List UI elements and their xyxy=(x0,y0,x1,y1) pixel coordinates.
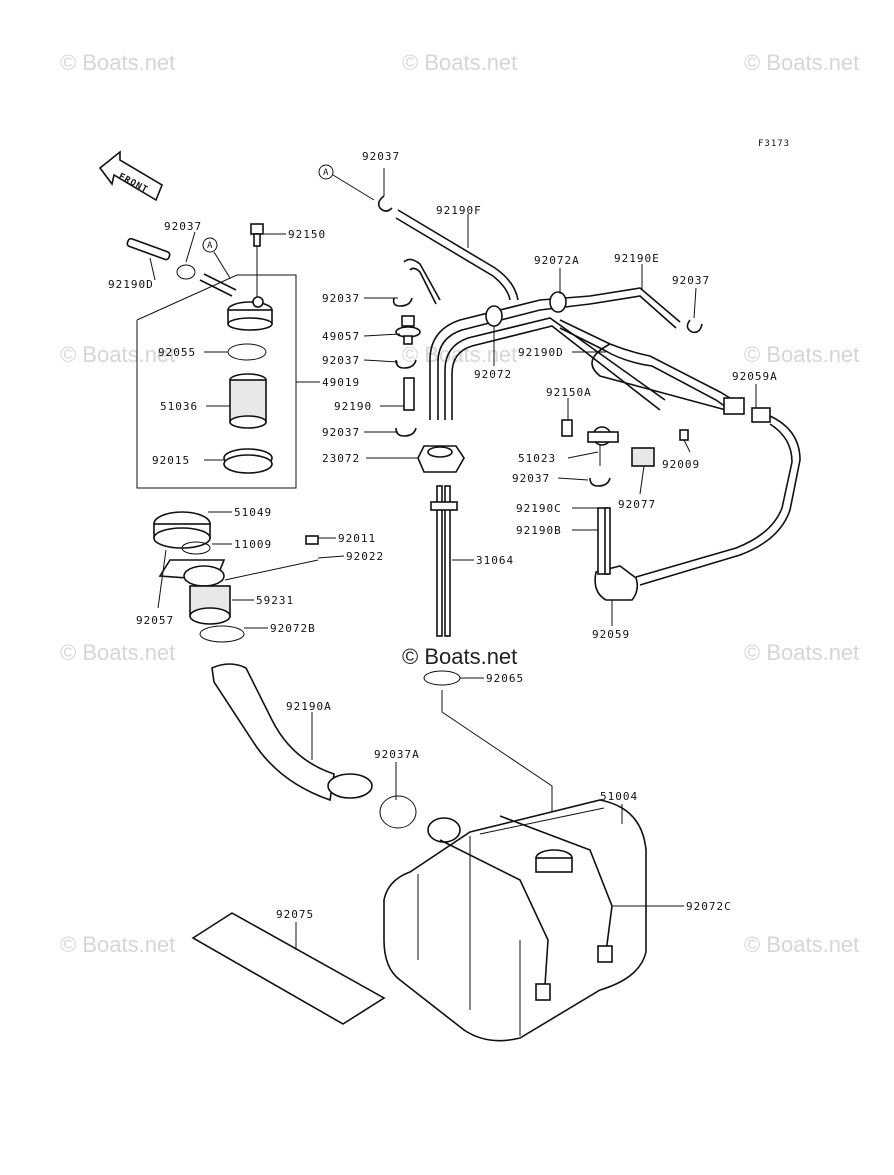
watermark: © Boats.net xyxy=(60,932,175,957)
part-label: 23072 xyxy=(322,452,360,465)
part-label: 92037A xyxy=(374,748,420,761)
part-label: 92190B xyxy=(516,524,562,537)
part-label: 51004 xyxy=(600,790,638,803)
watermark: © Boats.net xyxy=(744,342,859,367)
part-labels: 92037 92190F 92037 92150 92190D 92037 49… xyxy=(108,150,778,921)
part-label: 92037 xyxy=(362,150,400,163)
part-label: 92037 xyxy=(322,292,360,305)
watermark: © Boats.net xyxy=(402,342,517,367)
part-label: 92037 xyxy=(512,472,550,485)
part-label: 92065 xyxy=(486,672,524,685)
part-label: 92190D xyxy=(108,278,154,291)
figure-code: F3173 xyxy=(758,139,790,149)
part-label: 51023 xyxy=(518,452,556,465)
part-label: 92190E xyxy=(614,252,660,265)
small-parts xyxy=(392,258,689,848)
part-label: 92150A xyxy=(546,386,592,399)
ref-marker-a-top: A xyxy=(318,164,375,201)
part-label: 92015 xyxy=(152,454,190,467)
pad-92075 xyxy=(191,912,386,1025)
leader-lines xyxy=(149,168,757,950)
part-label: 31064 xyxy=(476,554,514,567)
center-watermark: © Boats.net xyxy=(402,644,517,669)
filler-neck xyxy=(153,511,417,829)
fuel-tank xyxy=(383,799,647,1042)
part-label: 92059 xyxy=(592,628,630,641)
pump-assembly xyxy=(126,223,297,489)
watermark: © Boats.net xyxy=(744,640,859,665)
watermark: © Boats.net xyxy=(60,342,175,367)
part-label: 92190A xyxy=(286,700,332,713)
part-label: 92075 xyxy=(276,908,314,921)
part-label: 92037 xyxy=(322,426,360,439)
part-label: 92072B xyxy=(270,622,316,635)
part-label: 59231 xyxy=(256,594,294,607)
part-label: 49019 xyxy=(322,376,360,389)
part-label: 92077 xyxy=(618,498,656,511)
vent-hoses xyxy=(377,195,801,601)
watermark: © Boats.net xyxy=(60,640,175,665)
part-label: 51049 xyxy=(234,506,272,519)
part-label: 92055 xyxy=(158,346,196,359)
watermark: © Boats.net xyxy=(744,50,859,75)
part-label: 92057 xyxy=(136,614,174,627)
part-label: 92190F xyxy=(436,204,482,217)
part-label: 92009 xyxy=(662,458,700,471)
part-label: 92022 xyxy=(346,550,384,563)
part-label: 92037 xyxy=(672,274,710,287)
part-label: 92150 xyxy=(288,228,326,241)
part-label: 92037 xyxy=(164,220,202,233)
part-label: 92037 xyxy=(322,354,360,367)
part-label: 92059A xyxy=(732,370,778,383)
part-label: 92072 xyxy=(474,368,512,381)
watermark: © Boats.net xyxy=(744,932,859,957)
part-label: 92190C xyxy=(516,502,562,515)
part-label: 92011 xyxy=(338,532,376,545)
part-label: 92190 xyxy=(334,400,372,413)
part-label: 92072A xyxy=(534,254,580,267)
watermark: © Boats.net xyxy=(402,50,517,75)
part-label: 49057 xyxy=(322,330,360,343)
part-label: 92190D xyxy=(518,346,564,359)
ref-marker-a-left: A xyxy=(202,237,231,279)
part-label: 11009 xyxy=(234,538,272,551)
part-label: 51036 xyxy=(160,400,198,413)
svg-text:A: A xyxy=(323,168,329,178)
watermarks: © Boats.net © Boats.net © Boats.net © Bo… xyxy=(60,50,859,957)
front-arrow-icon: FRONT xyxy=(98,150,163,202)
svg-text:A: A xyxy=(207,241,213,251)
watermark: © Boats.net xyxy=(60,50,175,75)
part-label: 92072C xyxy=(686,900,732,913)
